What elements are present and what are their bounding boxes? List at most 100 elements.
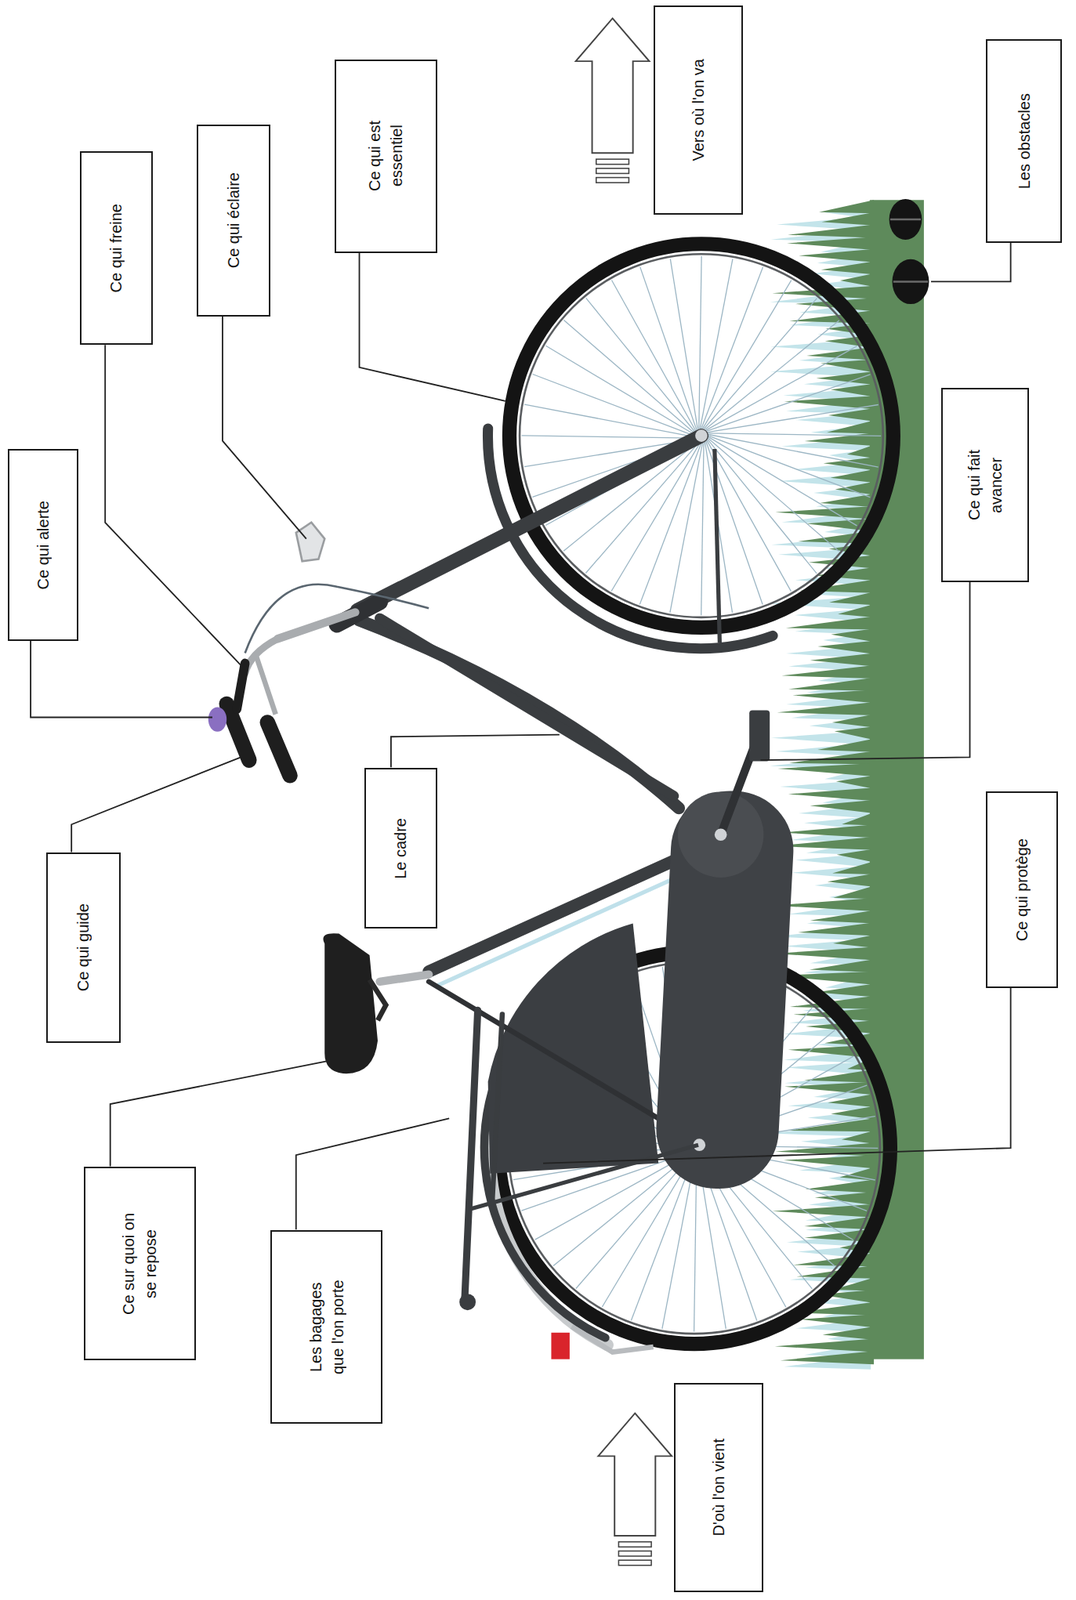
label-box: Ce qui est essentiel bbox=[334, 59, 437, 254]
grass-blade bbox=[784, 1081, 874, 1095]
arrow-stripe bbox=[618, 1542, 652, 1548]
grass-blade bbox=[828, 408, 874, 422]
grass-blade bbox=[787, 224, 874, 239]
wheel-spokes bbox=[510, 256, 881, 1333]
grass-blade bbox=[778, 763, 875, 777]
obstacle-stone bbox=[892, 259, 930, 305]
rack-bar bbox=[464, 1010, 479, 1305]
arrow-stripe bbox=[618, 1560, 652, 1566]
arrow-stripe bbox=[596, 177, 630, 184]
spoke bbox=[708, 434, 879, 468]
spoke bbox=[532, 373, 695, 436]
arrow-stripe bbox=[618, 1550, 652, 1557]
spoke bbox=[707, 404, 879, 432]
grass-blade bbox=[829, 591, 874, 606]
rack-bar bbox=[492, 1014, 503, 1204]
fender-strut bbox=[714, 449, 721, 643]
leader-line bbox=[105, 344, 241, 666]
leader-line bbox=[30, 641, 213, 718]
frame-seat-tube bbox=[428, 847, 705, 972]
spoke bbox=[699, 256, 702, 430]
spoke bbox=[707, 439, 817, 574]
rack-strut bbox=[469, 1144, 699, 1210]
label-text: Le cadre bbox=[389, 818, 412, 880]
grass-blade bbox=[775, 1339, 874, 1353]
grass-blade bbox=[788, 1118, 875, 1132]
pedal bbox=[749, 710, 770, 761]
front-rim bbox=[519, 253, 884, 618]
crank-bolt bbox=[714, 828, 728, 841]
spoke bbox=[704, 320, 839, 430]
grass-blade bbox=[786, 616, 874, 631]
grass-blade bbox=[827, 1094, 874, 1108]
grass-blade bbox=[815, 1191, 874, 1206]
spoke bbox=[524, 404, 695, 438]
grass-blade bbox=[783, 1155, 874, 1169]
grass-blade bbox=[836, 849, 874, 863]
grass-blade bbox=[841, 812, 874, 827]
rear-reflector bbox=[550, 1333, 569, 1360]
spoke bbox=[701, 267, 764, 429]
leader-line bbox=[391, 735, 560, 769]
spoke bbox=[706, 374, 871, 432]
grass-blade bbox=[800, 1314, 874, 1328]
grass-blade bbox=[820, 358, 874, 373]
grass-blade bbox=[788, 677, 874, 692]
grass-blade bbox=[823, 456, 874, 471]
spoke bbox=[670, 258, 698, 430]
brake-cable bbox=[245, 584, 429, 654]
front-fork bbox=[357, 435, 702, 611]
label-box: Ce qui freine bbox=[79, 151, 154, 346]
label-text: Vers où l'on va bbox=[687, 58, 710, 162]
bottom-bracket-cover bbox=[677, 792, 764, 878]
grass bbox=[771, 199, 874, 1365]
spoke bbox=[563, 320, 695, 434]
label-text: Ce qui éclaire bbox=[222, 172, 245, 269]
label-box: D'où l'on vient bbox=[673, 1383, 765, 1593]
saddle-spring bbox=[369, 979, 387, 1021]
label-text: Les obstacles bbox=[1013, 93, 1036, 189]
grass-blade bbox=[841, 1130, 874, 1145]
dress-guard bbox=[488, 923, 660, 1174]
arrow-stripe bbox=[596, 159, 630, 165]
label-box: Les obstacles bbox=[985, 39, 1062, 244]
grass-blade bbox=[797, 922, 874, 936]
grass-blade bbox=[832, 714, 874, 729]
label-box: Ce qui protège bbox=[985, 791, 1058, 989]
grass-blade bbox=[773, 947, 874, 961]
handlebar-end bbox=[255, 652, 276, 714]
label-text: Ce qui freine bbox=[105, 203, 127, 293]
grass-blade bbox=[835, 481, 874, 496]
label-text: Ce qui guide bbox=[72, 903, 95, 992]
grass-blade bbox=[788, 787, 874, 801]
grass-blade bbox=[771, 1204, 874, 1218]
rear-mudflap bbox=[571, 1326, 653, 1353]
label-box: Ce sur quoi on se repose bbox=[83, 1166, 196, 1362]
label-text: Ce qui alerte bbox=[32, 500, 55, 590]
grass-blade bbox=[836, 775, 874, 790]
grass-blade bbox=[775, 506, 874, 520]
grass-blade bbox=[798, 249, 874, 263]
stone-highlight bbox=[893, 280, 928, 283]
chain-guard bbox=[653, 788, 798, 1192]
grass-blade bbox=[822, 1326, 874, 1341]
leader-line bbox=[110, 1061, 327, 1167]
grass-blade bbox=[786, 236, 874, 250]
label-text: Ce sur quoi on se repose bbox=[117, 1208, 162, 1320]
seat-post bbox=[380, 974, 430, 982]
label-box: Ce qui alerte bbox=[7, 449, 79, 642]
grass-blade bbox=[837, 604, 874, 618]
grass-blade bbox=[821, 260, 874, 275]
grass-blade bbox=[817, 641, 874, 655]
spoke bbox=[630, 1155, 694, 1321]
spoke bbox=[701, 442, 704, 616]
spoke bbox=[707, 433, 881, 436]
grass-blade bbox=[810, 910, 874, 924]
spoke bbox=[699, 258, 733, 429]
label-box: Le cadre bbox=[364, 768, 437, 930]
grass-blade bbox=[826, 420, 874, 435]
grass-blade bbox=[782, 665, 875, 679]
leader-line bbox=[296, 1118, 450, 1230]
stem bbox=[277, 612, 356, 639]
